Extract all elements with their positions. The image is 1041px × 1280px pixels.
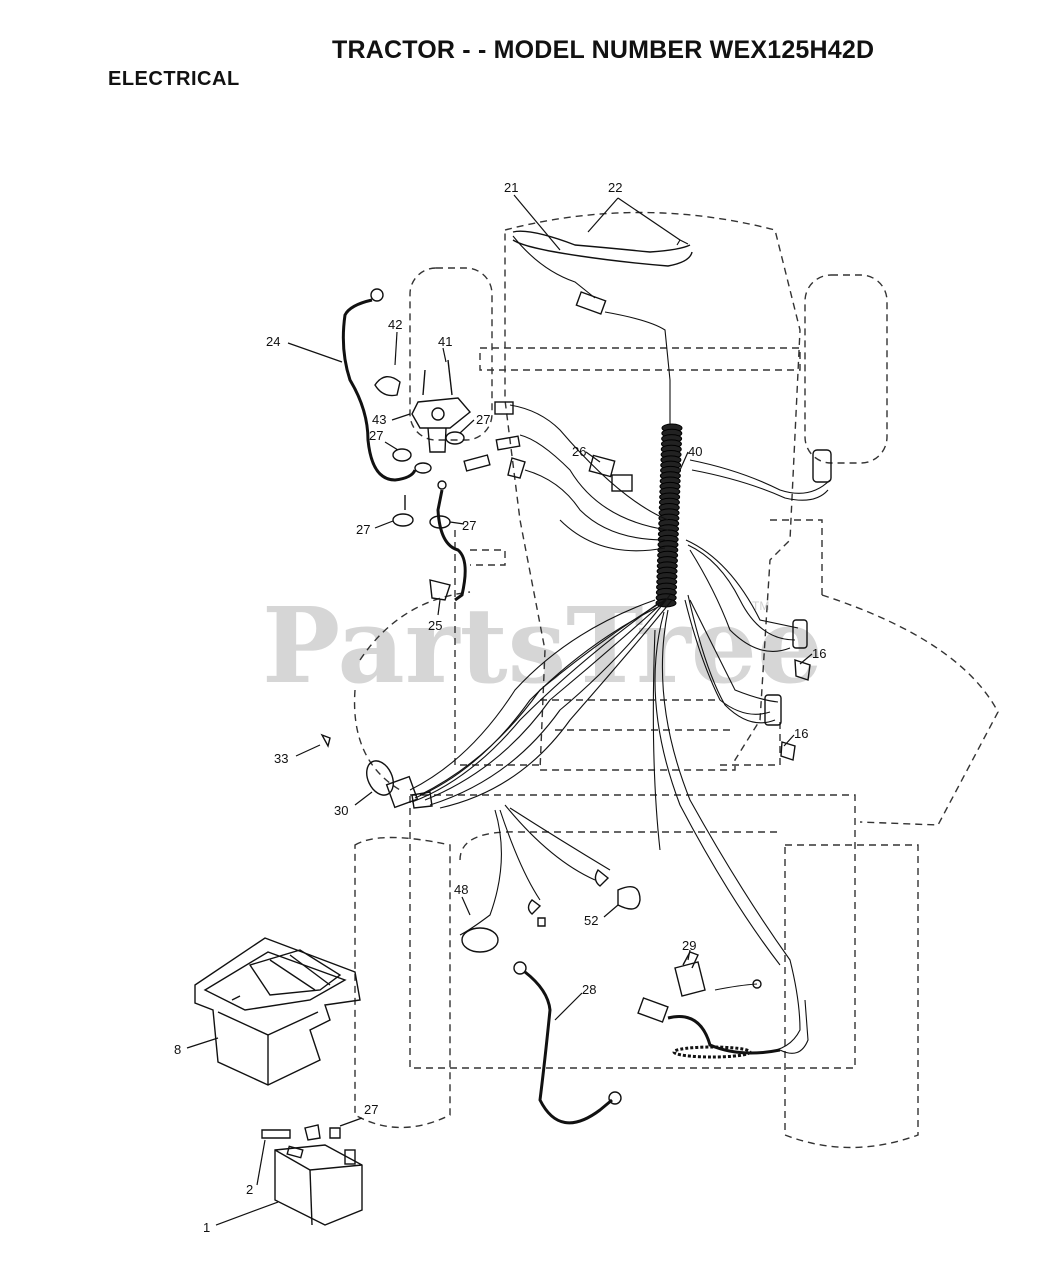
- watermark-text: PartsTree: [262, 584, 823, 707]
- callout-40: 40: [688, 444, 702, 459]
- callout-22: 22: [608, 180, 622, 195]
- headlight-harness: [512, 230, 693, 430]
- solenoid-assembly: [374, 359, 472, 529]
- tractor-outline: [353, 211, 999, 1149]
- callout-42: 42: [388, 317, 402, 332]
- page-title: TRACTOR - - MODEL NUMBER WEX125H42D: [332, 36, 875, 64]
- ignition-switch: [366, 760, 433, 809]
- starter-cable: [429, 480, 467, 602]
- callout-27-left: 27: [369, 428, 383, 443]
- callout-41: 41: [438, 334, 452, 349]
- callout-52: 52: [584, 913, 598, 928]
- callout-26: 26: [572, 444, 586, 459]
- callout-27-battery: 27: [364, 1102, 378, 1117]
- main-harness: [409, 404, 831, 1053]
- battery: [261, 1124, 363, 1226]
- callouts: 21 22 42 41 24 43 27 27 26 40 27 27 25 1…: [174, 180, 826, 1235]
- callout-43: 43: [372, 412, 386, 427]
- ground-cable: [341, 288, 417, 482]
- callout-33: 33: [274, 751, 288, 766]
- watermark-trademark: TM: [752, 599, 769, 613]
- wire-loom: [655, 423, 752, 1059]
- battery-cable: [513, 961, 622, 1125]
- section-heading: ELECTRICAL: [108, 68, 240, 90]
- callout-21: 21: [504, 180, 518, 195]
- callout-28: 28: [582, 982, 596, 997]
- callout-16-upper: 16: [812, 646, 826, 661]
- callout-2: 2: [246, 1182, 253, 1197]
- battery-box: [194, 937, 361, 1086]
- callout-27-right: 27: [476, 412, 490, 427]
- callout-48: 48: [454, 882, 468, 897]
- callout-27-lower-right: 27: [462, 518, 476, 533]
- callout-25: 25: [428, 618, 442, 633]
- callout-27-lower-left: 27: [356, 522, 370, 537]
- callout-8: 8: [174, 1042, 181, 1057]
- callout-24: 24: [266, 334, 280, 349]
- callout-1: 1: [203, 1220, 210, 1235]
- callout-16-lower: 16: [794, 726, 808, 741]
- callout-30: 30: [334, 803, 348, 818]
- callout-29: 29: [682, 938, 696, 953]
- leader-lines: [186, 194, 813, 1226]
- connectors: [320, 401, 832, 953]
- seat-switch: [637, 951, 809, 1055]
